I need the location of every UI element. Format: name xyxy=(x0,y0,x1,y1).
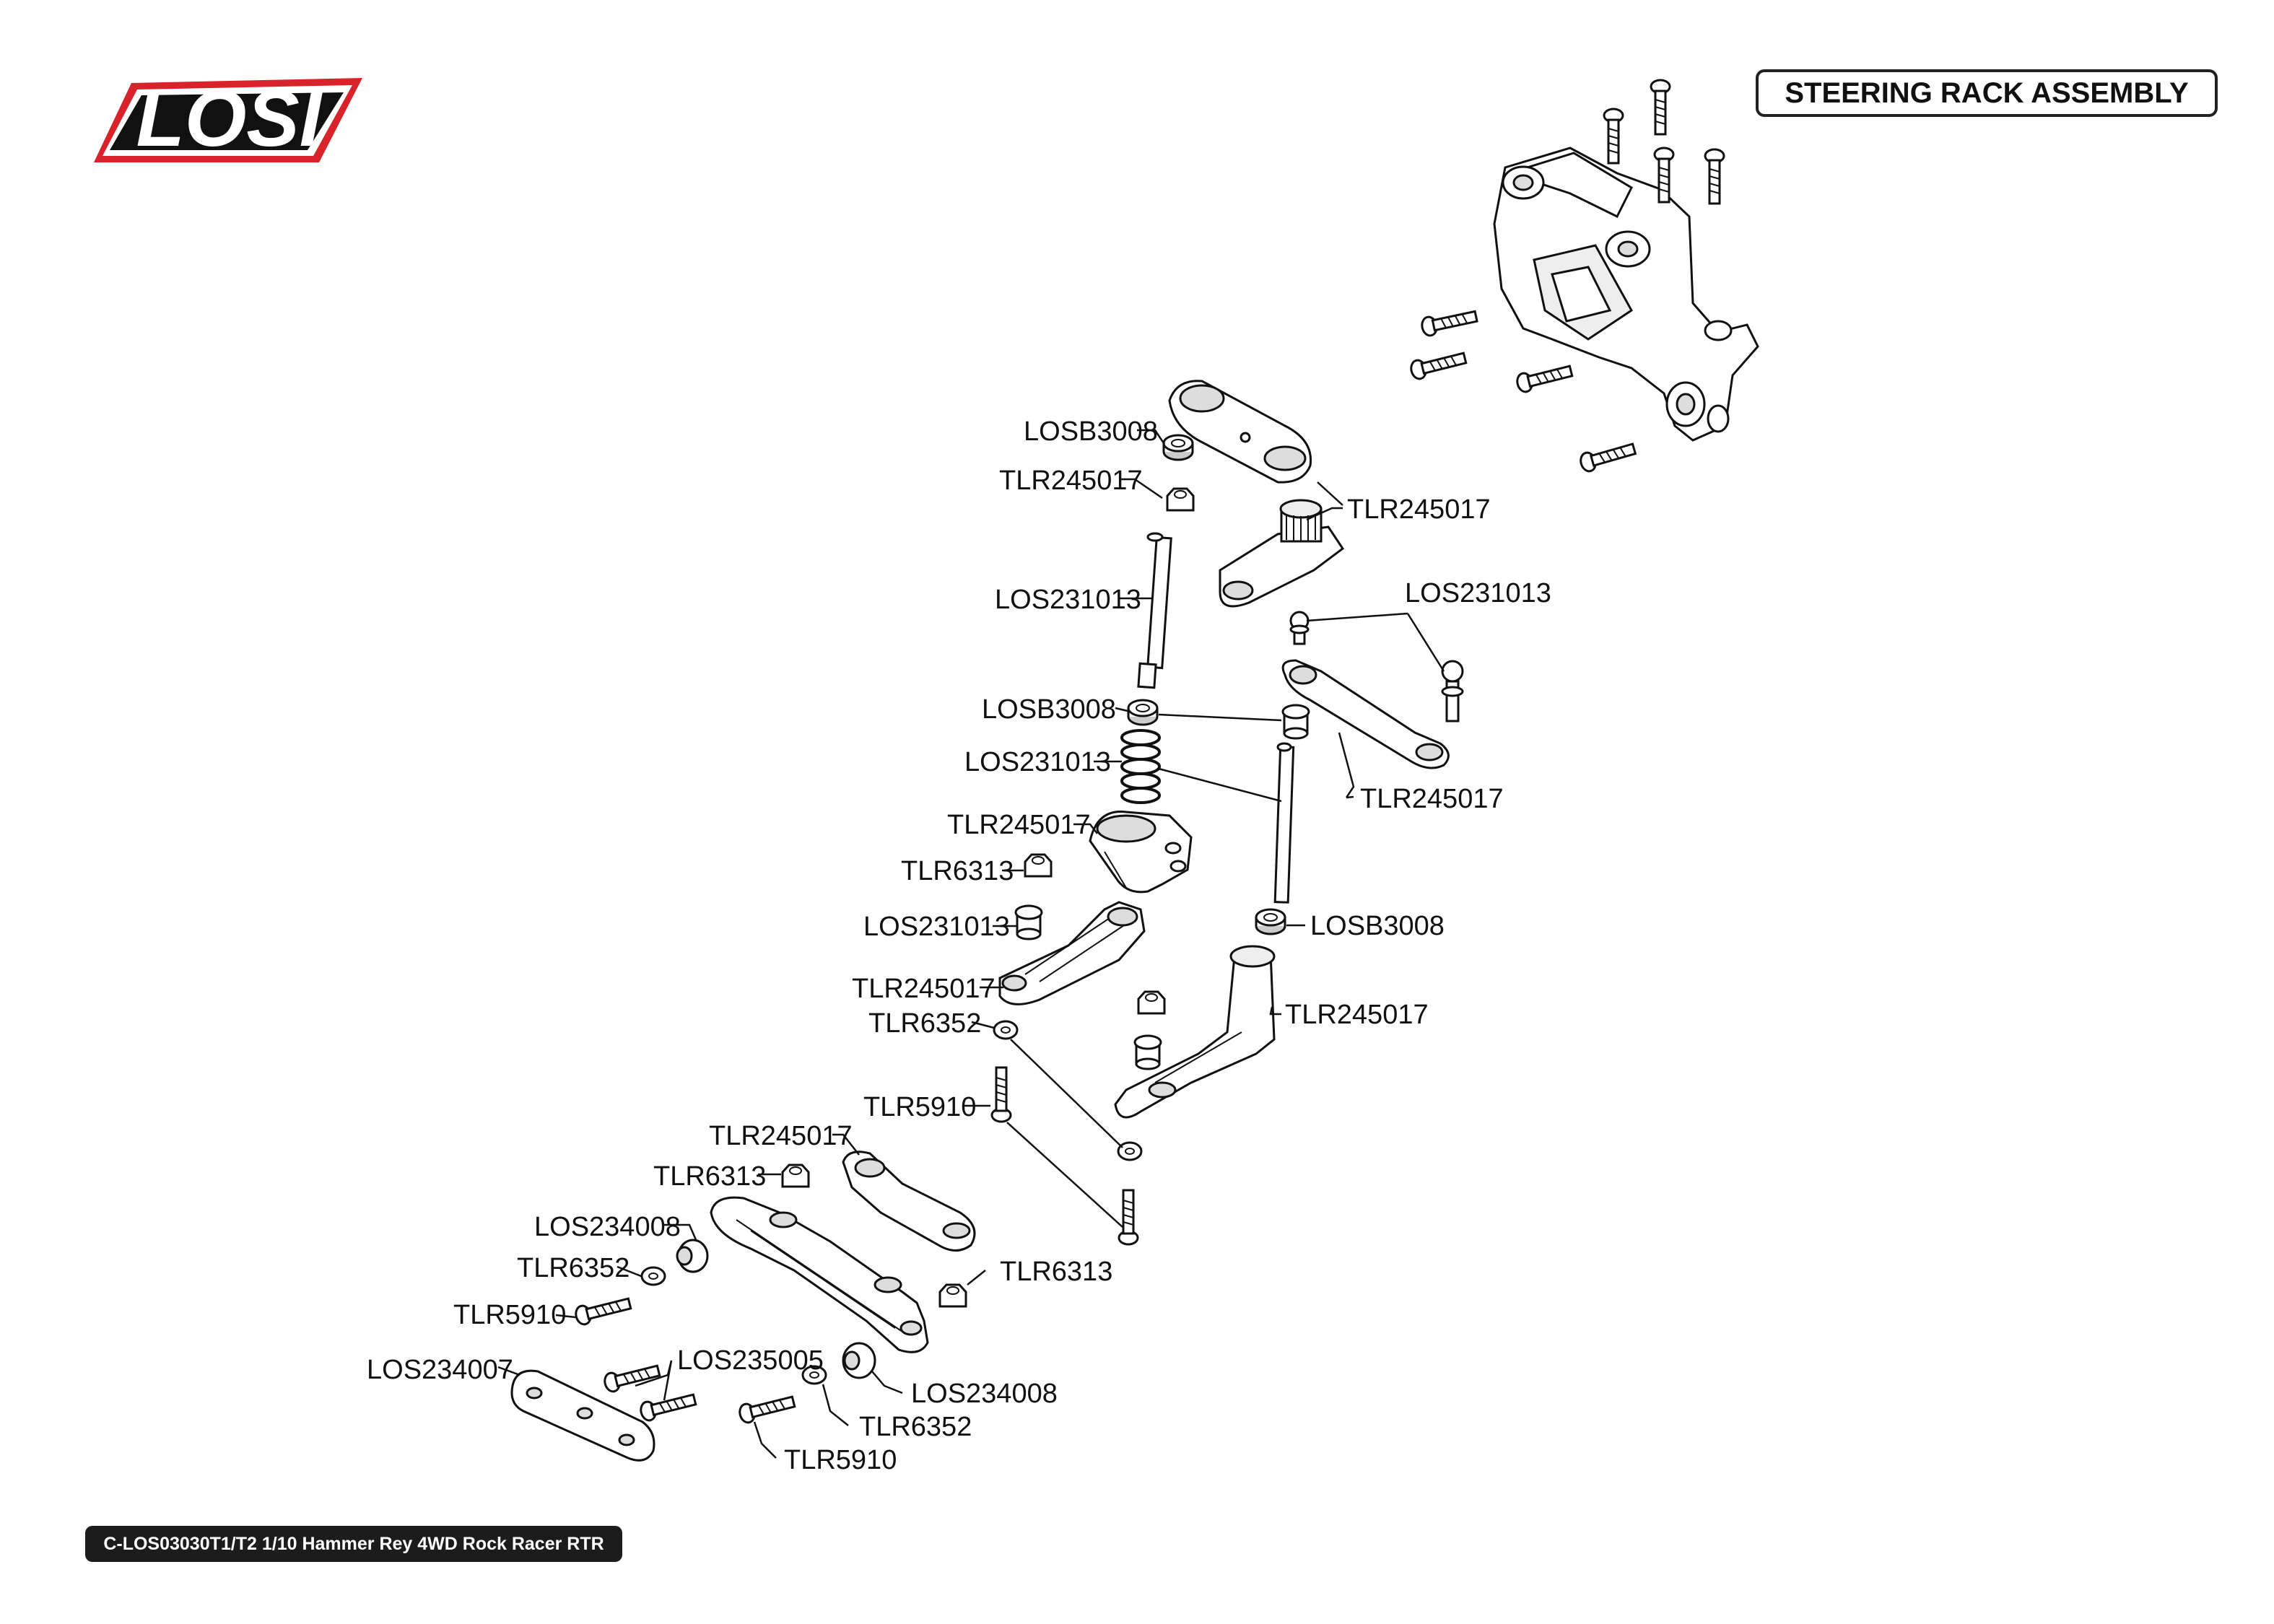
nut-lower xyxy=(1137,990,1166,1015)
screw-plate-a xyxy=(601,1360,662,1394)
bearing-top xyxy=(1162,434,1194,461)
label-tlr6352-2: TLR6352 xyxy=(517,1253,630,1283)
label-tlr245017-6: TLR245017 xyxy=(1285,1000,1429,1030)
losi-logo: LOSI xyxy=(94,74,362,163)
label-tlr245017-2: TLR245017 xyxy=(1347,494,1491,525)
label-tlr245017-5: TLR245017 xyxy=(852,974,996,1004)
label-tlr245017-1: TLR245017 xyxy=(999,466,1143,496)
screw-a xyxy=(990,1066,1012,1123)
label-los234007: LOS234007 xyxy=(367,1355,513,1385)
footer-text: C-LOS03030T1/T2 1/10 Hammer Rey 4WD Rock… xyxy=(103,1533,604,1554)
screw-plate-b xyxy=(637,1389,698,1423)
screw-rack-left xyxy=(572,1293,633,1327)
steering-arm-top-plate xyxy=(1168,380,1312,484)
nut-rack xyxy=(938,1283,967,1308)
screw-rack-right xyxy=(736,1391,797,1426)
bushing-link xyxy=(1281,704,1310,740)
label-losb3008-2: LOSB3008 xyxy=(982,694,1116,725)
leader-lines xyxy=(497,429,1445,1459)
bushing-cup xyxy=(1014,904,1043,940)
label-los231013-1: LOS231013 xyxy=(995,585,1141,615)
rack-plate xyxy=(510,1369,655,1462)
bushing-lower xyxy=(1133,1034,1162,1070)
steering-rack-main xyxy=(710,1196,929,1353)
label-tlr6313-2: TLR6313 xyxy=(653,1161,766,1192)
label-tlr6313-3: TLR6313 xyxy=(1000,1257,1112,1287)
washer-rack-left xyxy=(640,1266,666,1286)
steering-mount-bulkhead xyxy=(1493,147,1759,442)
label-tlr6352-3: TLR6352 xyxy=(859,1412,972,1442)
bearing-lower xyxy=(1255,908,1286,935)
washer-a xyxy=(993,1020,1019,1040)
steering-arm-upper-right xyxy=(1219,499,1345,608)
washer-b xyxy=(1117,1141,1143,1161)
label-tlr245017-3: TLR245017 xyxy=(1360,784,1504,814)
steering-arm-lower-right xyxy=(1114,945,1276,1119)
ball-end-right xyxy=(842,1342,876,1379)
label-los231013-2: LOS231013 xyxy=(1405,578,1551,608)
label-tlr5910-2: TLR5910 xyxy=(453,1300,566,1330)
steering-arm-lower-left xyxy=(998,901,1146,1005)
screw-b xyxy=(1118,1189,1139,1246)
label-los231013-3: LOS231013 xyxy=(964,747,1111,777)
nut-idler xyxy=(781,1164,810,1188)
label-tlr245017-4: TLR245017 xyxy=(947,810,1091,840)
label-los234008-2: LOS234008 xyxy=(911,1379,1058,1409)
label-tlr6313-1: TLR6313 xyxy=(901,856,1014,886)
footer-bar: C-LOS03030T1/T2 1/10 Hammer Rey 4WD Rock… xyxy=(85,1526,622,1562)
label-tlr245017-7: TLR245017 xyxy=(709,1121,853,1151)
spring xyxy=(1120,729,1161,804)
nut-cup xyxy=(1024,853,1053,878)
page-title: STEERING RACK ASSEMBLY xyxy=(1785,77,2189,109)
logo-wordmark: LOSI xyxy=(136,74,323,163)
label-los231013-4: LOS231013 xyxy=(863,912,1010,942)
ball-stud-right xyxy=(1441,660,1464,722)
steering-post-left xyxy=(1137,532,1172,689)
label-losb3008-1: LOSB3008 xyxy=(1024,416,1158,447)
steering-post-right xyxy=(1273,742,1295,904)
label-tlr5910-1: TLR5910 xyxy=(863,1092,976,1122)
bearing-spring xyxy=(1127,699,1159,726)
part-labels: LOSB3008 TLR245017 TLR245017 LOS231013 L… xyxy=(367,416,1551,1475)
label-los234008-1: LOS234008 xyxy=(534,1212,681,1242)
ball-stud-center xyxy=(1289,611,1310,645)
flange-nut-top xyxy=(1166,487,1195,512)
ball-end-left xyxy=(676,1239,709,1273)
label-tlr6352-1: TLR6352 xyxy=(868,1008,981,1039)
steering-link xyxy=(1281,659,1450,769)
title-box: STEERING RACK ASSEMBLY xyxy=(1756,69,2218,117)
label-losb3008-3: LOSB3008 xyxy=(1310,911,1445,941)
servo-saver-cup xyxy=(1089,811,1193,894)
label-los235005: LOS235005 xyxy=(677,1345,824,1376)
idler-bar xyxy=(842,1151,976,1252)
label-tlr5910-3: TLR5910 xyxy=(784,1445,897,1475)
